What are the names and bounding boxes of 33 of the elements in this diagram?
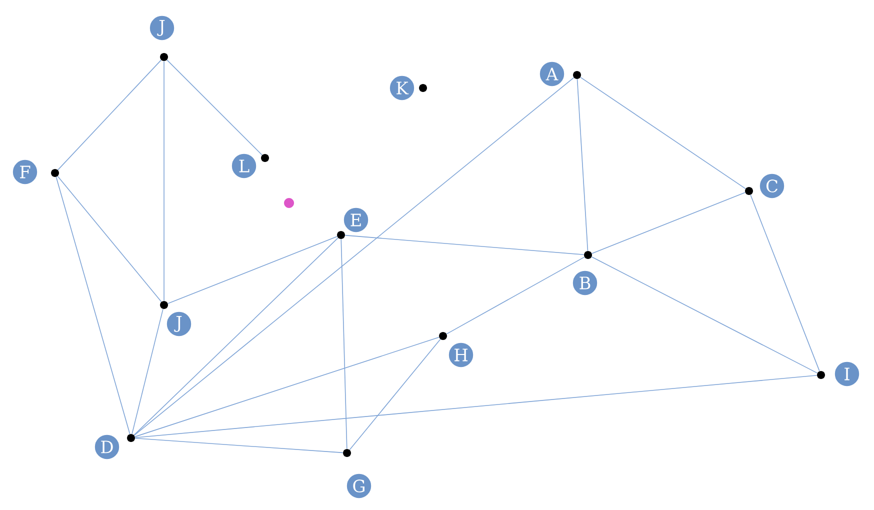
graph-edge	[340, 238, 348, 450]
graph-edge	[344, 234, 584, 256]
graph-vertex: D	[94, 434, 135, 460]
graph-vertex: J	[160, 301, 192, 337]
graph-edge	[57, 176, 162, 302]
graph-edge	[134, 438, 344, 454]
graph-edge	[166, 60, 262, 156]
graph-vertex: J	[149, 15, 175, 61]
graph-edge	[57, 60, 162, 170]
graph-vertex: C	[745, 173, 785, 199]
graph-edge	[168, 236, 338, 304]
graph-vertex: F	[12, 159, 59, 185]
graph-vertex: L	[231, 153, 269, 179]
graph-edge	[132, 308, 164, 434]
graph-edge	[576, 78, 588, 252]
graph-edge	[56, 176, 130, 434]
graph-edge	[446, 256, 585, 334]
graph-edge	[580, 76, 746, 190]
graph-vertex: A	[539, 61, 581, 87]
graph-edge	[349, 338, 441, 450]
graph-edge	[134, 374, 818, 438]
graph-edge	[134, 238, 338, 436]
graph-vertex: E	[337, 207, 369, 239]
graph-vertex: I	[817, 361, 860, 387]
graph-vertex: H	[439, 332, 474, 368]
graph-edge	[591, 256, 818, 374]
graph-vertex: K	[389, 75, 427, 101]
graph-vertex: G	[343, 449, 372, 499]
graph-edge	[134, 77, 574, 436]
graph-edge	[592, 192, 746, 254]
graph-edge	[134, 336, 440, 438]
graph-vertex: B	[572, 251, 598, 296]
graph-edge	[750, 194, 820, 372]
